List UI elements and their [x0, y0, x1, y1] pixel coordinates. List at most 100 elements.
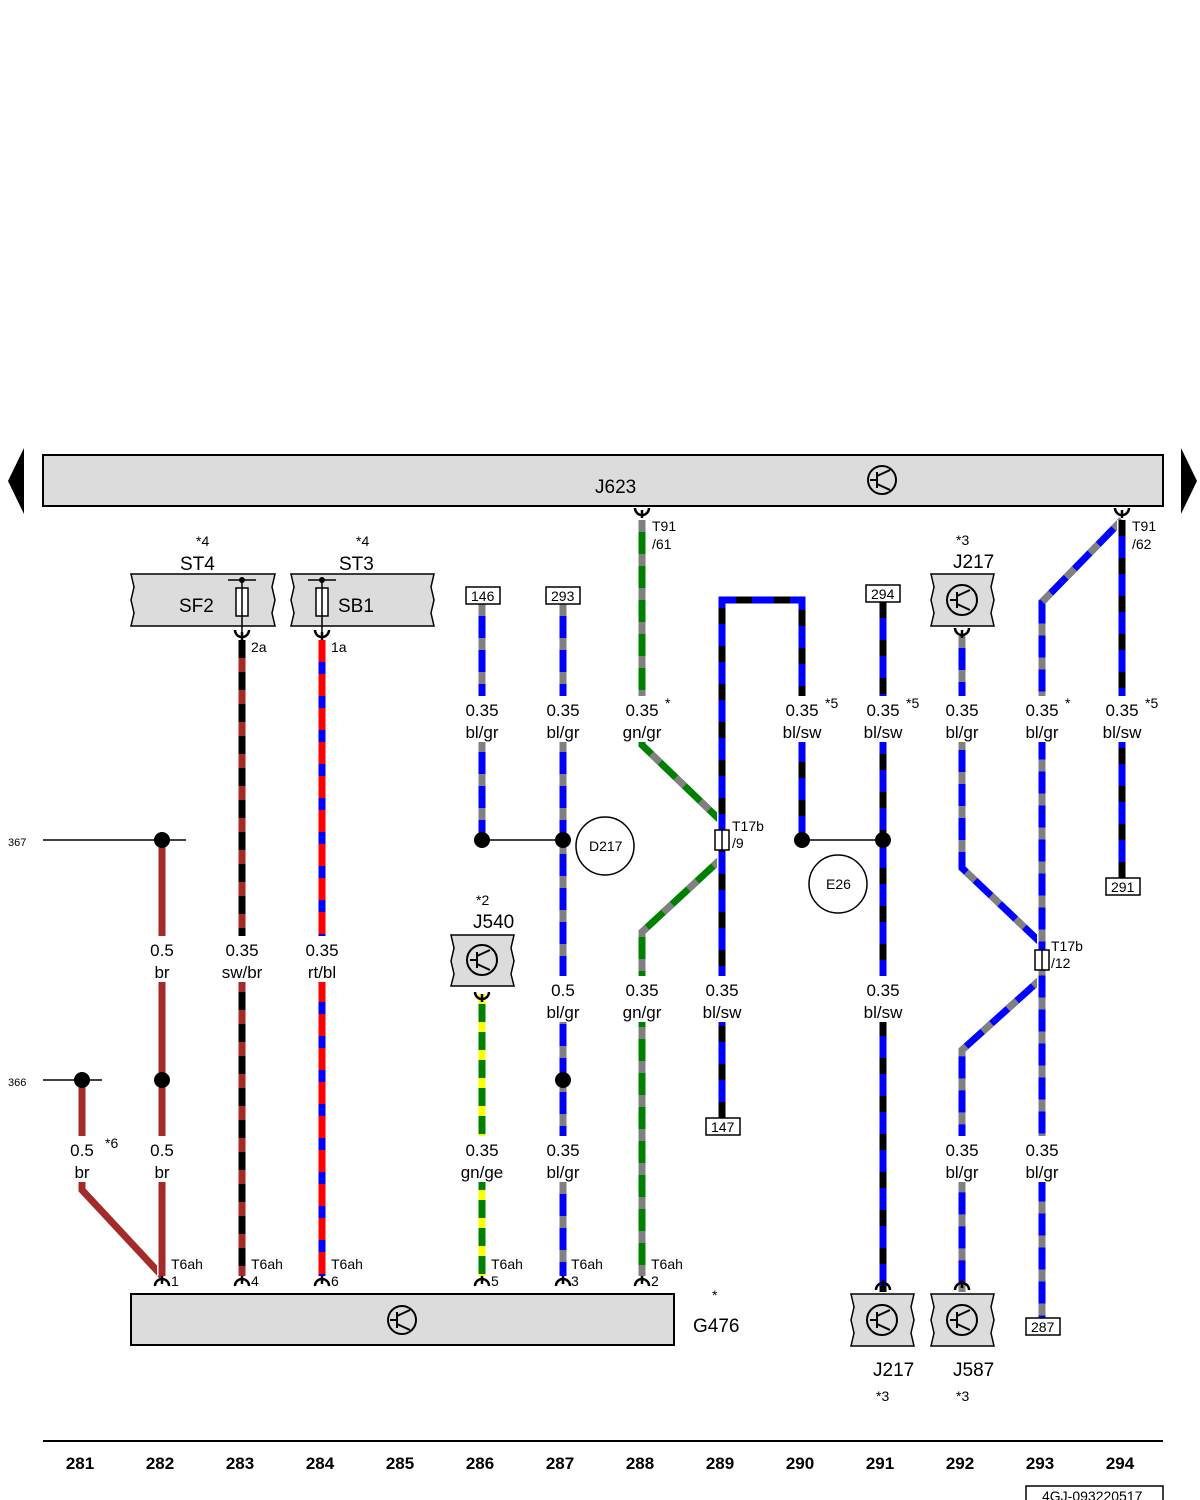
wire-color: bl/gr: [546, 1003, 579, 1022]
wire-288a[interactable]: [637, 520, 726, 826]
axis-tick-label: 293: [1026, 1454, 1054, 1473]
j217-bottom-transistor-icon: [866, 1304, 898, 1336]
t6ah-name: T6ah: [651, 1256, 683, 1272]
d217-splice[interactable]: [575, 816, 635, 876]
axis-tick-label: 294: [1106, 1454, 1135, 1473]
fuse-holder-st4: [130, 573, 276, 640]
wire-size: 0.35: [465, 701, 498, 720]
wire-color: sw/br: [222, 963, 263, 982]
j623-bar[interactable]: [42, 454, 1164, 507]
e26-splice[interactable]: [808, 854, 868, 914]
wire-labels: 0.5br*60.5br0.5br0.35sw/br0.35rt/bl0.35b…: [58, 695, 1158, 1182]
svg-text:293: 293: [551, 588, 575, 604]
e26-label: E26: [826, 876, 851, 892]
g476-label: G476: [693, 1316, 739, 1337]
axis-tick-label: 282: [146, 1454, 174, 1473]
j540-module[interactable]: [450, 934, 515, 987]
page-left-arrow-icon[interactable]: [8, 448, 24, 514]
t6ah-pin: 3: [571, 1273, 579, 1289]
ref-box-293[interactable]: 293: [545, 586, 581, 605]
sf2-label: SF2: [179, 596, 214, 617]
wire-size: 0.35: [546, 1141, 579, 1160]
t17b-connector-icon[interactable]: [1034, 949, 1050, 971]
connector-pin-icon: [233, 1276, 251, 1287]
wire-size: 0.35: [945, 701, 978, 720]
wire-color: bl/sw: [703, 1003, 742, 1022]
wire-281[interactable]: [77, 1080, 166, 1280]
ref-box-291[interactable]: 291: [1105, 877, 1141, 896]
connector-pin-icon: [473, 1276, 491, 1287]
wire-293[interactable]: [1037, 516, 1126, 1318]
t91-62-pin: /62: [1132, 536, 1152, 552]
page-right-arrow-icon[interactable]: [1181, 448, 1197, 514]
t6ah-name: T6ah: [331, 1256, 363, 1272]
connector-pin-icon: [313, 1276, 331, 1287]
wire-color: bl/gr: [1025, 1163, 1058, 1182]
fuse-holder-st3: [290, 573, 435, 640]
j587-module[interactable]: [930, 1293, 995, 1347]
wire-label: 0.35 sw/br: [218, 936, 266, 982]
j217-top-module[interactable]: [930, 573, 995, 627]
connector-pins: [153, 507, 1131, 1291]
junction-dot: [555, 1072, 571, 1088]
g476-box[interactable]: [130, 1293, 675, 1346]
connector-pin-icon: [233, 629, 251, 640]
j587-note: *3: [956, 1388, 969, 1404]
wire-size: 0.5: [551, 981, 575, 1000]
wire-size: 0.5: [150, 941, 174, 960]
t91-62-name: T91: [1132, 518, 1156, 534]
j623-label: J623: [595, 477, 636, 498]
wire-color: bl/sw: [864, 723, 903, 742]
junction-dot: [474, 832, 490, 848]
g476-transistor-icon: [387, 1305, 417, 1335]
t17b-9-name: T17b: [732, 818, 764, 834]
j540-label: J540: [473, 912, 514, 933]
t17b-connector-icon[interactable]: [714, 829, 730, 851]
svg-text:294: 294: [871, 586, 895, 602]
axis-tick-label: 291: [866, 1454, 894, 1473]
j217-bottom-label: J217: [873, 1360, 914, 1381]
wire-label: 0.5br*6: [58, 1135, 118, 1182]
wire-color: bl/gr: [546, 723, 579, 742]
st4-note: *4: [196, 533, 209, 549]
sb1-pin: 1a: [331, 639, 347, 655]
axis-tick-label: 283: [226, 1454, 254, 1473]
wire-size: 0.35: [866, 701, 899, 720]
wire-size: 0.35: [785, 701, 818, 720]
t6ah-name: T6ah: [171, 1256, 203, 1272]
wire-288b[interactable]: [637, 854, 726, 1276]
ref-box-146[interactable]: 146: [465, 586, 501, 605]
j587-label: J587: [953, 1360, 994, 1381]
wire-color: gn/ge: [461, 1163, 504, 1182]
t6ah-name: T6ah: [251, 1256, 283, 1272]
ref-box-147[interactable]: 147: [705, 1117, 741, 1136]
wire-note: *5: [906, 695, 919, 711]
wire-size: 0.35: [1025, 1141, 1058, 1160]
wire-292a[interactable]: [957, 636, 1046, 948]
axis-tick-label: 286: [466, 1454, 494, 1473]
g476-note: *: [712, 1287, 718, 1303]
wire-size: 0.5: [150, 1141, 174, 1160]
wire-label: 0.35 bl/sw*5: [859, 695, 919, 742]
j623-transistor-icon: [867, 465, 897, 495]
wire-289-290[interactable]: [717, 595, 807, 1118]
ref-box-287[interactable]: 287: [1025, 1317, 1061, 1336]
axis-tick-label: 289: [706, 1454, 734, 1473]
t17b-9-pin: /9: [732, 835, 744, 851]
ref-366: 366: [8, 1077, 26, 1089]
wire-size: 0.35: [1105, 701, 1138, 720]
st3-note: *4: [356, 533, 369, 549]
ref-box-294[interactable]: 294: [865, 584, 901, 603]
wire-note: *: [665, 695, 671, 711]
wire-color: bl/gr: [1025, 723, 1058, 742]
wire-292b[interactable]: [957, 974, 1046, 1292]
j217-bottom-module[interactable]: [850, 1293, 915, 1347]
wire-size: 0.35: [225, 941, 258, 960]
wire-size: 0.35: [546, 701, 579, 720]
